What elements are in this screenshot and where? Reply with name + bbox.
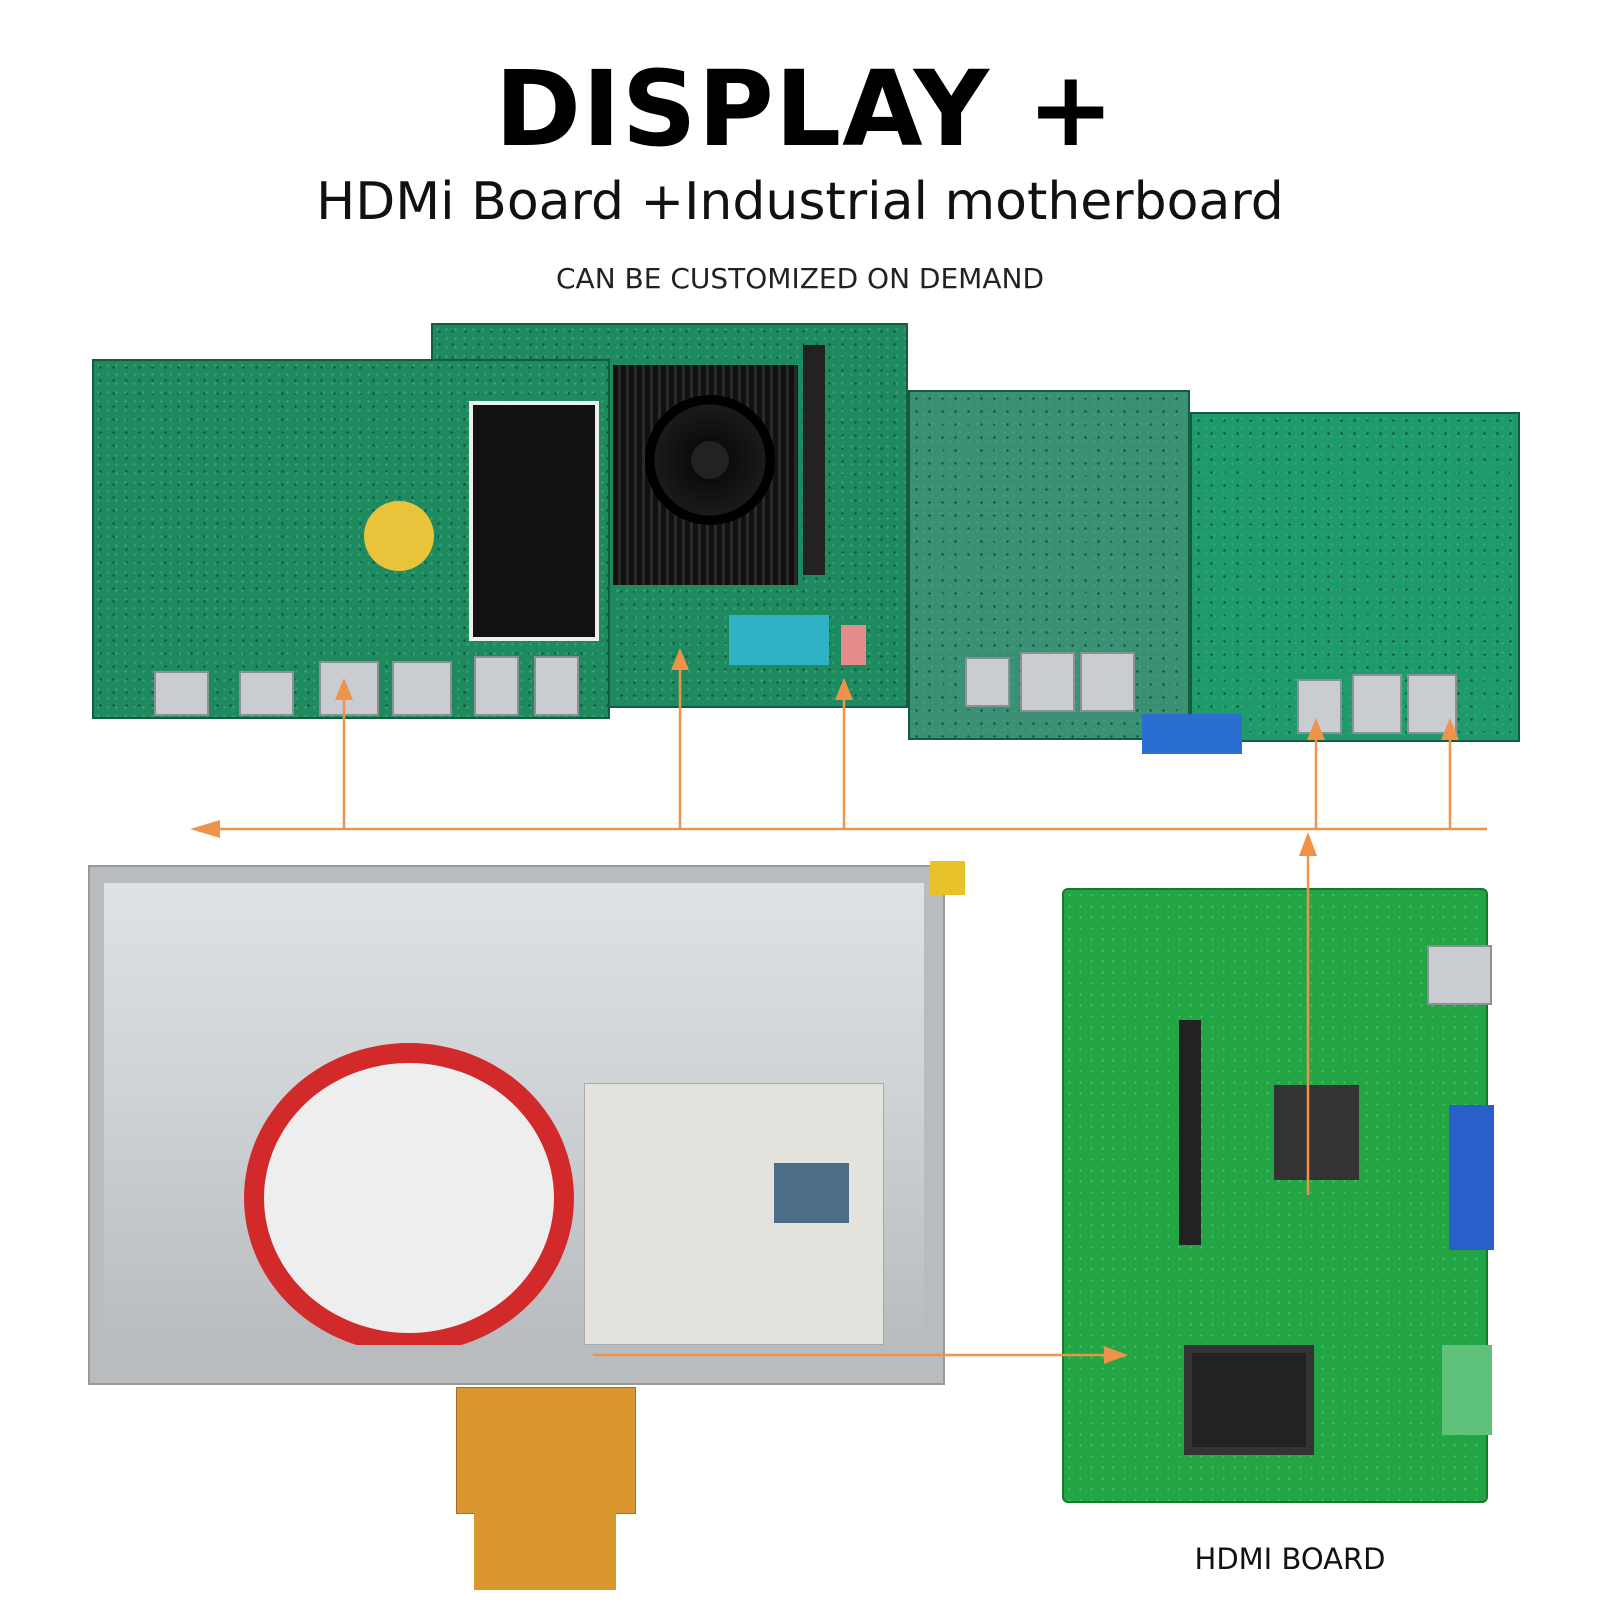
usb-port [965, 657, 1010, 707]
lan-port [1080, 652, 1135, 712]
lan-port [1020, 652, 1075, 712]
arrowhead-icon [1441, 718, 1459, 740]
yellow-tab [930, 861, 965, 895]
motherboard-1 [92, 359, 610, 719]
fpc-tail [474, 1510, 616, 1590]
coin-battery [364, 501, 434, 571]
fan-icon [645, 395, 775, 525]
lan-port [1352, 674, 1402, 734]
hdmi-board-label: HDMI BOARD [1194, 1542, 1386, 1576]
arrowhead-icon [190, 820, 220, 838]
display-screen-image [104, 883, 924, 1345]
tagline: CAN BE CUSTOMIZED ON DEMAND [555, 262, 1045, 295]
hdmi-board [1062, 888, 1494, 1503]
arrowhead-icon [1299, 832, 1317, 856]
arrowhead-icon [671, 648, 689, 670]
usb-port [1297, 679, 1342, 734]
lcd-display-panel [88, 861, 965, 1385]
usb-port [1427, 945, 1492, 1005]
control-screen [774, 1163, 849, 1223]
motherboard-3 [908, 390, 1190, 740]
transformer [1184, 1345, 1314, 1455]
page-title: DISPLAY + [494, 48, 1116, 170]
usb-port [534, 656, 579, 716]
arrowhead-icon [835, 678, 853, 700]
usb-port [474, 656, 519, 716]
lan-port [392, 661, 452, 716]
page-subtitle: HDMi Board +Industrial motherboard [316, 172, 1284, 232]
hdmi-port [239, 671, 294, 716]
arrowhead-icon [335, 678, 353, 700]
terminal-block [1442, 1345, 1492, 1435]
audio-port [841, 625, 866, 665]
vga-connector [1449, 1105, 1494, 1250]
ram-slot [803, 345, 825, 575]
fpc-connector [456, 1387, 636, 1514]
motherboard-4 [1142, 412, 1520, 754]
connector-header [1179, 1020, 1201, 1245]
serial-port [729, 615, 829, 665]
lan-port [319, 661, 379, 716]
ram-module [469, 401, 599, 641]
arrowhead-icon [1307, 718, 1325, 740]
vga-port [1142, 714, 1242, 754]
arrowhead-icon [1104, 1346, 1128, 1364]
hdmi-port [154, 671, 209, 716]
main-chip [1274, 1085, 1359, 1180]
